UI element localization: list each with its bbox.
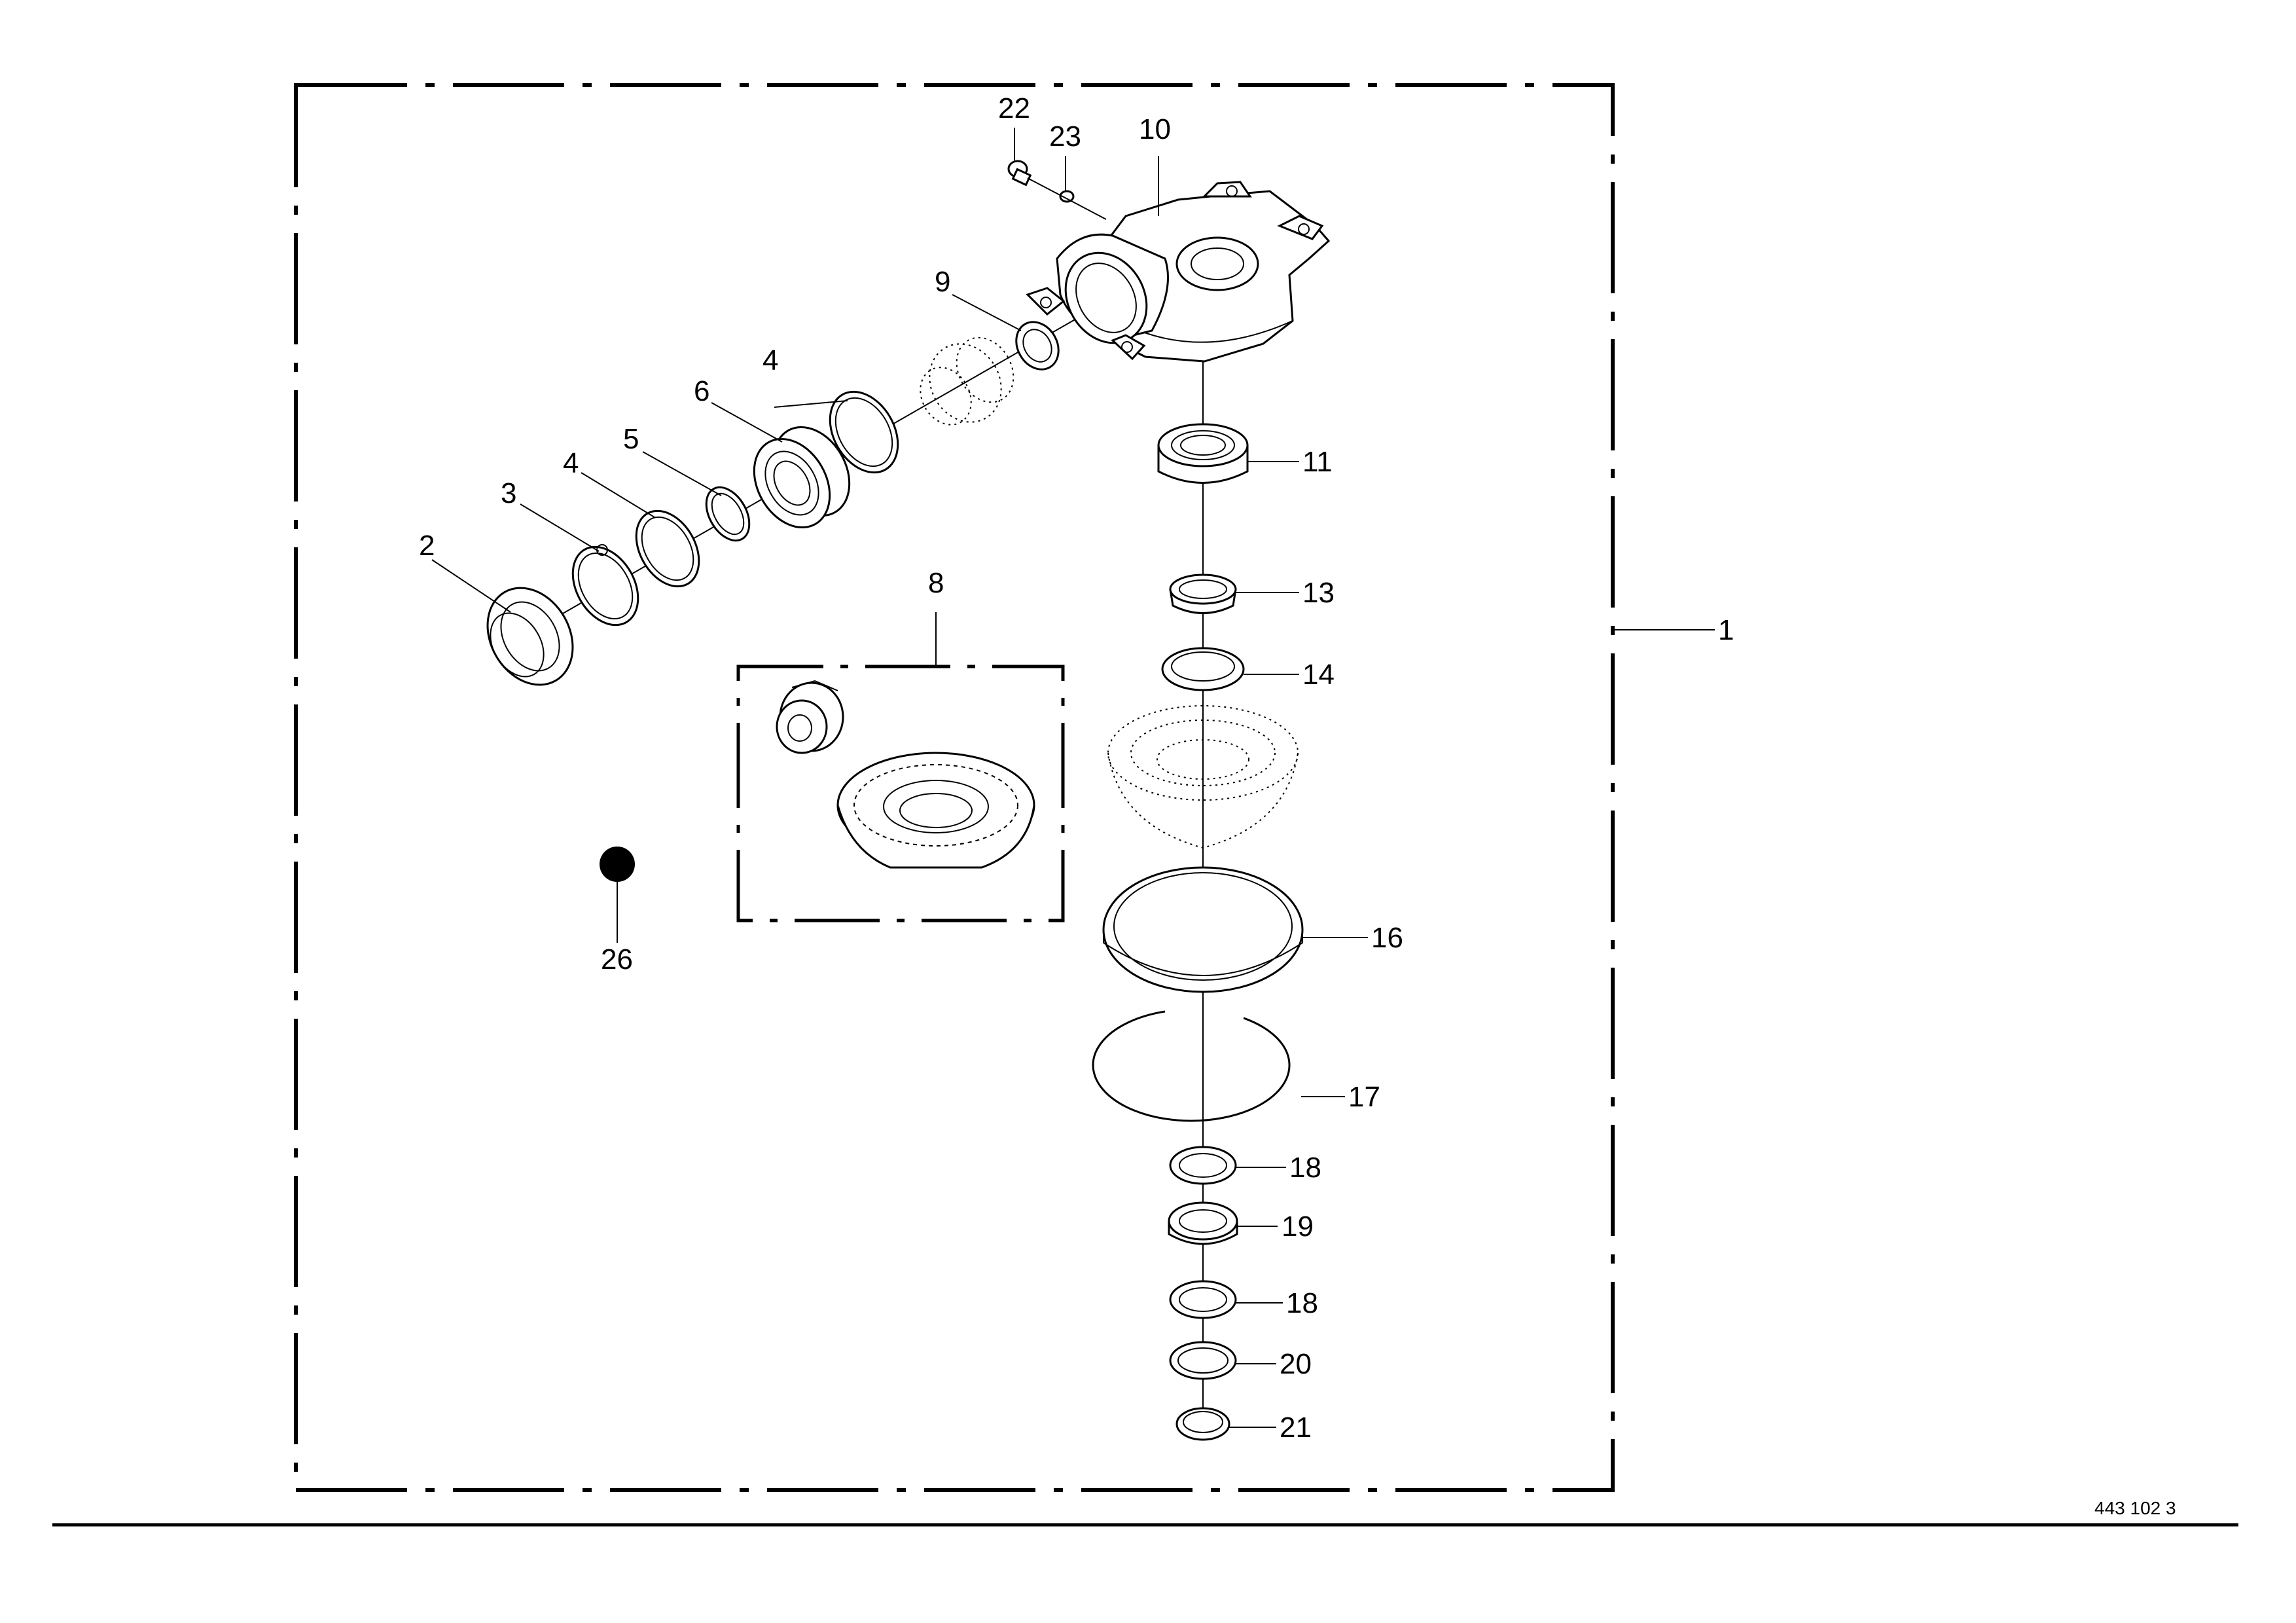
circlip-part-3	[571, 545, 639, 627]
ring-part-17	[1092, 1010, 1291, 1122]
document-reference: 443 102 3	[2094, 1498, 2176, 1518]
crown-wheel-dotted	[1107, 705, 1299, 849]
callout-3: 3	[501, 477, 516, 509]
ring-part-16	[1102, 866, 1304, 993]
callout-11: 11	[1302, 446, 1333, 478]
callout-2: 2	[419, 530, 435, 562]
circlip-part-21	[1175, 1407, 1230, 1441]
callout-13: 13	[1302, 577, 1335, 609]
callout-6: 6	[694, 375, 709, 407]
bearing-part-11	[1157, 423, 1249, 484]
callout-16: 16	[1371, 922, 1403, 954]
callout-8: 8	[928, 567, 944, 599]
callout-23: 23	[1049, 120, 1081, 153]
callout-5: 5	[623, 423, 639, 455]
circlip-part-5	[705, 486, 751, 542]
callout-22: 22	[998, 92, 1030, 124]
callout-4b: 4	[762, 344, 778, 376]
bearing-part-6	[753, 426, 851, 529]
callout-18b: 18	[1286, 1287, 1318, 1319]
callout-18a: 18	[1289, 1152, 1321, 1184]
callout-20: 20	[1280, 1348, 1312, 1380]
washer-part-23	[1059, 190, 1075, 203]
housing-part-10	[1026, 181, 1331, 363]
leader-lines	[431, 128, 1715, 1428]
shim-part-4-lower	[635, 509, 700, 588]
sealant-part-26	[600, 847, 635, 882]
race-part-13	[1169, 574, 1237, 614]
bolt-part-22	[1007, 160, 1032, 187]
callout-labels: 1 2 3 4 4 5 6 8 9 10 11 13 14 16 17 18 1…	[419, 92, 1734, 1444]
gear-set-boundary	[736, 665, 1065, 922]
callout-10: 10	[1139, 113, 1171, 145]
pinion-gear-dotted	[920, 337, 1014, 426]
callout-26: 26	[601, 943, 633, 976]
callout-21: 21	[1280, 1412, 1312, 1444]
callout-4a: 4	[563, 447, 579, 479]
callout-17: 17	[1348, 1081, 1380, 1113]
seal-part-2	[486, 587, 574, 686]
callout-14: 14	[1302, 659, 1335, 691]
assembly-boundary	[294, 83, 1615, 1492]
callout-19: 19	[1282, 1211, 1314, 1243]
gear-set-part-8	[776, 680, 1035, 869]
ring-part-9	[1015, 321, 1060, 371]
callout-9: 9	[935, 266, 950, 298]
race-part-14	[1161, 647, 1245, 691]
bearing-part-19	[1168, 1201, 1238, 1245]
callout-1: 1	[1718, 614, 1734, 646]
